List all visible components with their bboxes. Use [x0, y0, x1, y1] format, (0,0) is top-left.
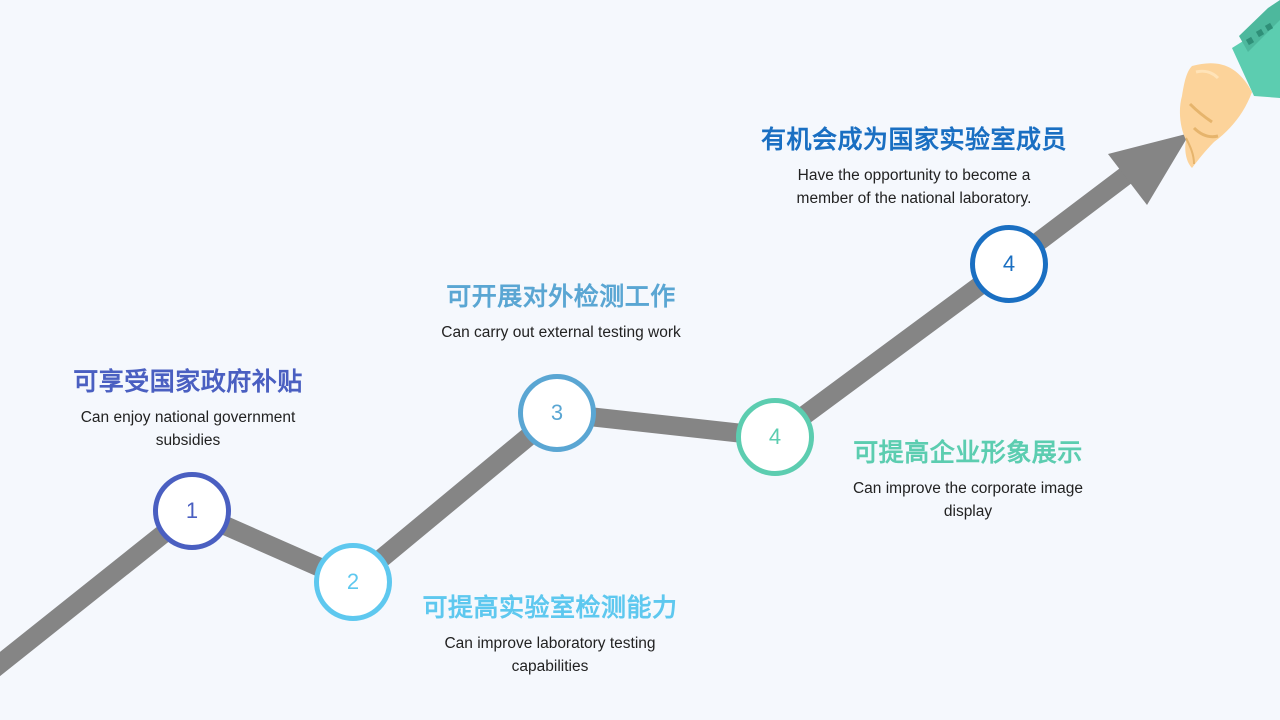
step-4-title: 可提高企业形象展示: [853, 438, 1083, 467]
step-3-number: 3: [550, 400, 564, 425]
step-4-description-line-1: Can improve the corporate image: [852, 480, 1084, 497]
step-1-description-line-2: subsidies: [155, 432, 221, 449]
step-4-number: 4: [768, 424, 782, 449]
step-5-description: Have the opportunity to become a member …: [742, 164, 1086, 210]
step-5-number: 4: [1002, 251, 1016, 276]
step-2-number: 2: [346, 569, 360, 594]
step-3-title: 可开展对外检测工作: [446, 282, 676, 311]
step-2-description: Can improve laboratory testing capabilit…: [410, 632, 690, 678]
step-1-number: 1: [185, 498, 199, 523]
step-2-title: 可提高实验室检测能力: [422, 593, 678, 622]
step-1-description-line-1: Can enjoy national government: [80, 409, 296, 426]
step-4-marker: 4: [736, 398, 814, 476]
step-1-marker: 1: [153, 472, 231, 550]
step-4-label: 可提高企业形象展示 Can improve the corporate imag…: [832, 433, 1104, 523]
step-2-label: 可提高实验室检测能力 Can improve laboratory testin…: [410, 588, 690, 678]
step-3-label: 可开展对外检测工作 Can carry out external testing…: [420, 277, 702, 344]
step-5-description-line-1: Have the opportunity to become a: [797, 167, 1031, 184]
step-5-title: 有机会成为国家实验室成员: [760, 125, 1067, 154]
step-4-description: Can improve the corporate image display: [832, 477, 1104, 523]
step-3-description-line-1: Can carry out external testing work: [441, 324, 681, 341]
step-1-title: 可享受国家政府补贴: [73, 367, 303, 396]
step-2-description-line-2: capabilities: [511, 658, 589, 675]
step-2-description-line-1: Can improve laboratory testing: [444, 635, 656, 652]
step-1-label: 可享受国家政府补贴 Can enjoy national government …: [56, 362, 320, 452]
growth-arrow-head-icon: [1108, 133, 1190, 205]
step-3-marker: 3: [518, 374, 596, 452]
step-5-label: 有机会成为国家实验室成员 Have the opportunity to bec…: [742, 120, 1086, 210]
step-4-description-line-2: display: [943, 503, 993, 520]
step-3-description: Can carry out external testing work: [420, 321, 702, 344]
pointing-hand-icon: [1179, 0, 1280, 168]
step-2-marker: 2: [314, 543, 392, 621]
step-5-description-line-2: member of the national laboratory.: [796, 190, 1032, 207]
step-1-description: Can enjoy national government subsidies: [56, 406, 320, 452]
step-5-marker: 4: [970, 225, 1048, 303]
